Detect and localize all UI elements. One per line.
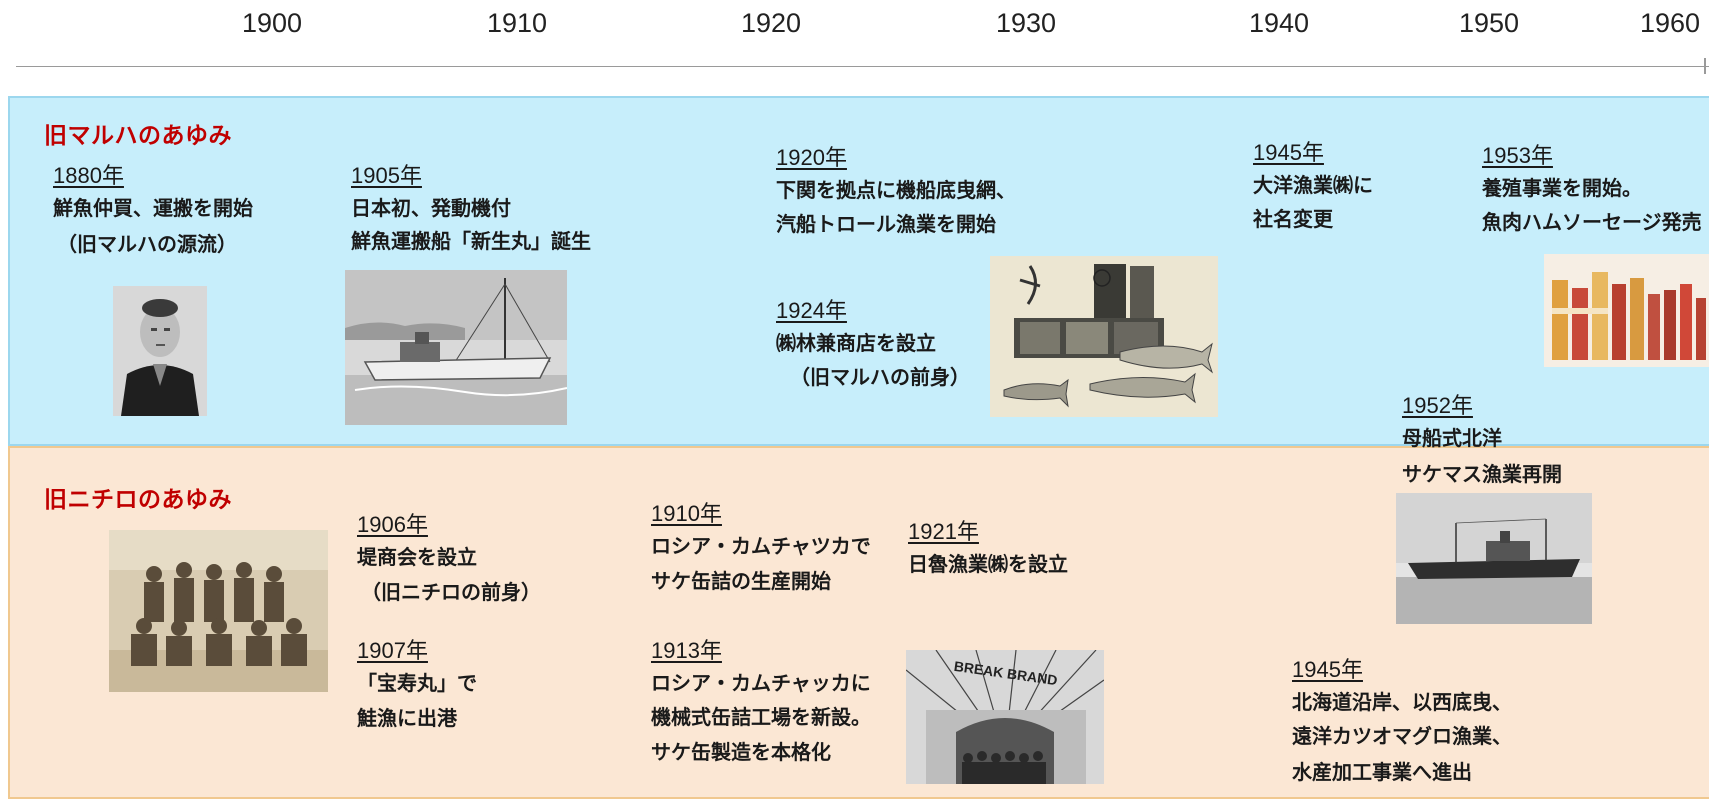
maruha-event-1880: 1880年 鮮魚仲買、運搬を開始 （旧マルハの源流）: [53, 158, 253, 264]
nichiro-section-title: 旧ニチロのあゆみ: [44, 487, 232, 513]
nichiro-event-1907: 1907年 「宝寿丸」で 鮭漁に出港: [357, 633, 477, 737]
event-text: 鮭漁に出港: [357, 706, 457, 730]
year-label: 1920: [741, 8, 802, 38]
event-year: 1952年: [1402, 393, 1473, 418]
event-text: （旧マルハの前身）: [790, 365, 970, 389]
event-year: 1906年: [357, 512, 428, 537]
event-text: 汽船トロール漁業を開始: [776, 212, 996, 236]
event-text: ㈱林兼商店を設立: [776, 331, 936, 355]
maruha-event-1953: 1953年 養殖事業を開始。 魚肉ハムソーセージ発売: [1482, 138, 1702, 240]
year-label: 1950: [1459, 8, 1520, 38]
maruha-section-title: 旧マルハのあゆみ: [44, 123, 232, 149]
event-text: サケ缶製造を本格化: [651, 740, 831, 764]
event-text: 遠洋カツオマグロ漁業、: [1292, 724, 1512, 748]
canned-goods-photo: [990, 256, 1218, 417]
maruha-event-1924: 1924年 ㈱林兼商店を設立 （旧マルハの前身）: [776, 293, 970, 395]
event-year: 1910年: [651, 501, 722, 526]
nichiro-event-1952: 1952年 母船式北洋 サケマス漁業再開: [1402, 388, 1562, 494]
event-text: （旧マルハの源流）: [57, 232, 237, 256]
nichiro-event-1910: 1910年 ロシア・カムチャツカで サケ缶詰の生産開始: [651, 496, 871, 600]
timeline-end-tick: [1704, 58, 1706, 74]
event-year: 1907年: [357, 638, 428, 663]
event-text: 機械式缶詰工場を新設。: [651, 705, 871, 729]
event-text: 北海道沿岸、以西底曳、: [1292, 690, 1512, 714]
break-brand-factory-photo: BREAK BRAND: [906, 650, 1104, 784]
event-text: サケ缶詰の生産開始: [651, 569, 831, 593]
event-text: 鮮魚仲買、運搬を開始: [53, 196, 253, 220]
event-year: 1921年: [908, 519, 979, 544]
event-year: 1905年: [351, 163, 422, 188]
maruha-event-1905: 1905年 日本初、発動機付 鮮魚運搬船「新生丸」誕生: [351, 158, 591, 258]
event-year: 1920年: [776, 145, 847, 170]
event-text: 水産加工事業へ進出: [1292, 760, 1472, 784]
shinsei-maru-boat-photo: [345, 270, 567, 425]
event-text: （旧ニチロの前身）: [361, 580, 541, 604]
event-year: 1880年: [53, 163, 124, 188]
event-year: 1945年: [1292, 657, 1363, 682]
event-text: 母船式北洋: [1402, 426, 1502, 450]
event-text: 鮮魚運搬船「新生丸」誕生: [351, 229, 591, 253]
event-year: 1953年: [1482, 143, 1553, 168]
year-label: 1960: [1640, 8, 1701, 38]
event-text: 大洋漁業㈱に: [1253, 173, 1373, 197]
maruha-event-1920: 1920年 下関を拠点に機船底曳網、 汽船トロール漁業を開始: [776, 140, 1016, 242]
maruha-band: [8, 96, 1709, 446]
event-text: サケマス漁業再開: [1402, 462, 1562, 486]
mother-ship-photo: [1396, 493, 1592, 624]
maruha-event-1945: 1945年 大洋漁業㈱に 社名変更: [1253, 135, 1373, 237]
event-text: 魚肉ハムソーセージ発売: [1482, 210, 1702, 234]
event-text: 堤商会を設立: [357, 545, 477, 569]
event-text: ロシア・カムチャッカに: [651, 671, 871, 695]
founder-portrait-photo: [113, 286, 207, 416]
timeline-line: [16, 66, 1709, 67]
event-text: 日本初、発動機付: [351, 196, 511, 220]
event-year: 1945年: [1253, 140, 1324, 165]
event-text: 日魯漁業㈱を設立: [908, 552, 1068, 576]
event-year: 1924年: [776, 298, 847, 323]
year-label: 1910: [487, 8, 548, 38]
fish-ham-sausage-products-photo: [1544, 254, 1709, 367]
nichiro-event-1906: 1906年 堤商会を設立 （旧ニチロの前身）: [357, 507, 541, 611]
nichiro-event-1945: 1945年 北海道沿岸、以西底曳、 遠洋カツオマグロ漁業、 水産加工事業へ進出: [1292, 652, 1512, 790]
event-text: 下関を拠点に機船底曳網、: [776, 178, 1016, 202]
event-text: 「宝寿丸」で: [357, 671, 477, 695]
nichiro-event-1913: 1913年 ロシア・カムチャッカに 機械式缶詰工場を新設。 サケ缶製造を本格化: [651, 633, 871, 769]
founders-group-photo: [109, 530, 328, 692]
year-label: 1940: [1249, 8, 1310, 38]
event-text: 養殖事業を開始。: [1482, 176, 1642, 200]
event-year: 1913年: [651, 638, 722, 663]
event-text: 社名変更: [1253, 207, 1333, 231]
year-label: 1900: [242, 8, 303, 38]
year-label: 1930: [996, 8, 1057, 38]
event-text: ロシア・カムチャツカで: [651, 534, 871, 558]
nichiro-event-1921: 1921年 日魯漁業㈱を設立: [908, 514, 1068, 580]
